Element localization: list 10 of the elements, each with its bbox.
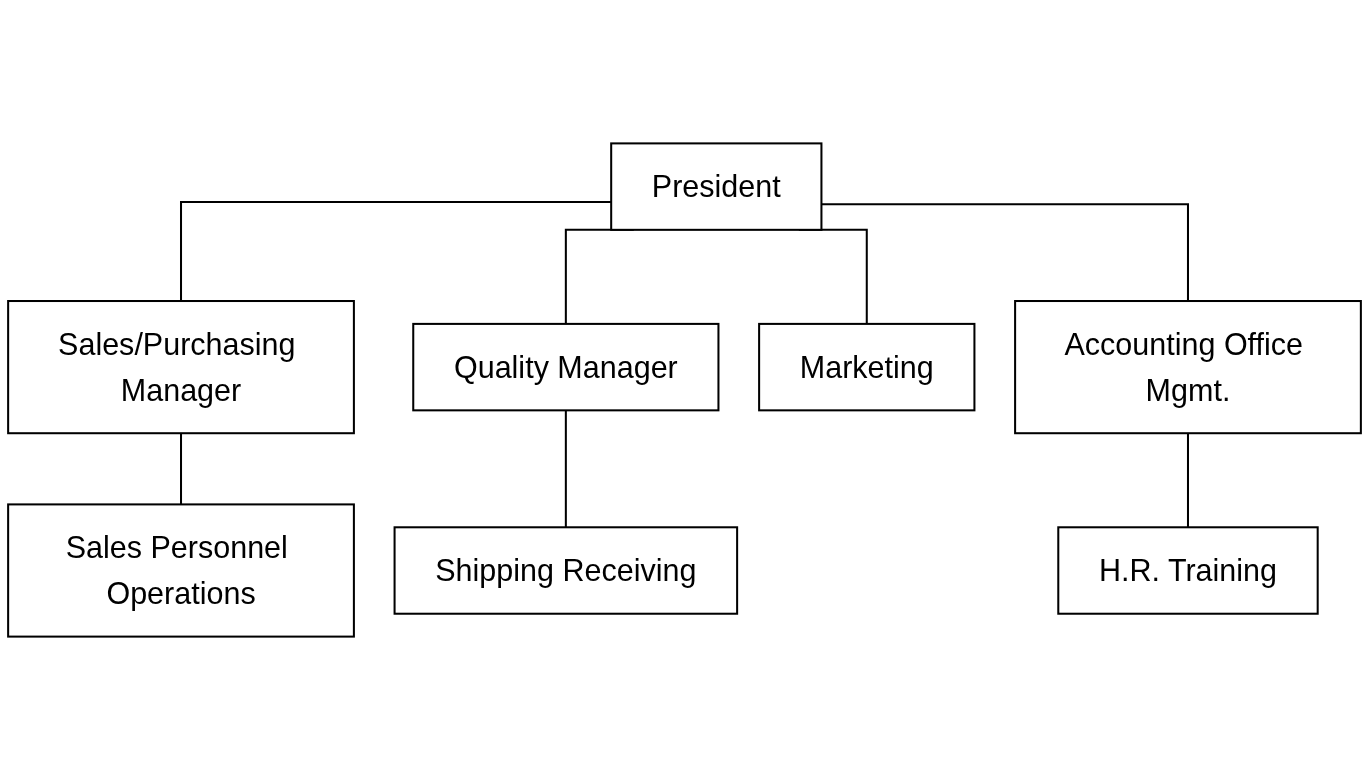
node-box: Sales Personnel Operations [7, 503, 355, 638]
node-box: Accounting Office Mgmt. [1014, 300, 1362, 435]
node-box: Sales/Purchasing Manager [7, 300, 355, 435]
node-box: President [610, 142, 823, 231]
node-box: Marketing [758, 322, 976, 412]
node-box: Shipping Receiving [393, 526, 739, 615]
node-box: Quality Manager [412, 322, 720, 412]
connector [180, 201, 612, 301]
node-box: H.R. Training [1057, 526, 1319, 615]
connector [821, 203, 1189, 301]
